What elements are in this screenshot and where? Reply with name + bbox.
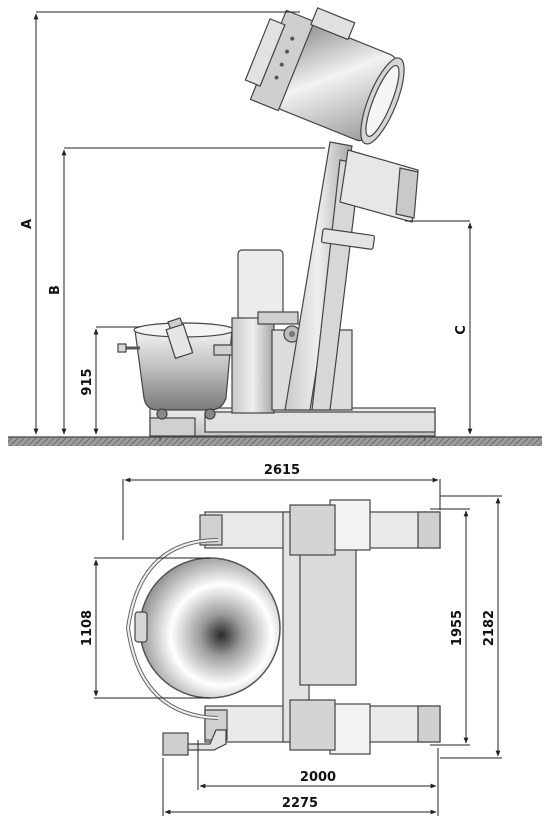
raised-bowl bbox=[244, 7, 405, 145]
dimension-1108-label: 1108 bbox=[80, 610, 95, 646]
dimension-b: B bbox=[48, 147, 325, 435]
top-view: 2615 1108 1955 2182 2000 bbox=[80, 463, 502, 816]
dimension-2615-label: 2615 bbox=[264, 463, 300, 478]
base-frame bbox=[149, 407, 436, 441]
dimension-2275: 2275 bbox=[162, 758, 439, 816]
dimension-2275-label: 2275 bbox=[282, 796, 318, 811]
dimension-2182: 2182 bbox=[440, 495, 502, 759]
dimension-1108: 1108 bbox=[80, 557, 210, 699]
side-view: A B 915 C bbox=[8, 7, 542, 446]
dimension-c-label: C bbox=[454, 325, 469, 335]
dimension-a: A bbox=[20, 11, 300, 435]
dimension-2182-label: 2182 bbox=[482, 610, 497, 646]
floor-line bbox=[8, 437, 542, 446]
dimension-1955: 1955 bbox=[430, 508, 470, 746]
dimension-b-label: B bbox=[48, 285, 63, 295]
lower-bowl bbox=[117, 317, 241, 420]
dimension-1955-label: 1955 bbox=[450, 610, 465, 646]
dimension-915: 915 bbox=[80, 326, 140, 435]
dimension-c: C bbox=[405, 220, 473, 435]
tilt-column bbox=[284, 141, 419, 411]
bowl-top bbox=[139, 557, 281, 699]
drain-fitting bbox=[162, 729, 227, 756]
top-frame bbox=[199, 499, 441, 755]
dimension-a-label: A bbox=[20, 219, 35, 229]
dimension-915-label: 915 bbox=[80, 368, 95, 395]
dimension-2615: 2615 bbox=[122, 463, 441, 540]
dimension-2000-label: 2000 bbox=[300, 770, 336, 785]
dimension-2000: 2000 bbox=[197, 740, 439, 790]
